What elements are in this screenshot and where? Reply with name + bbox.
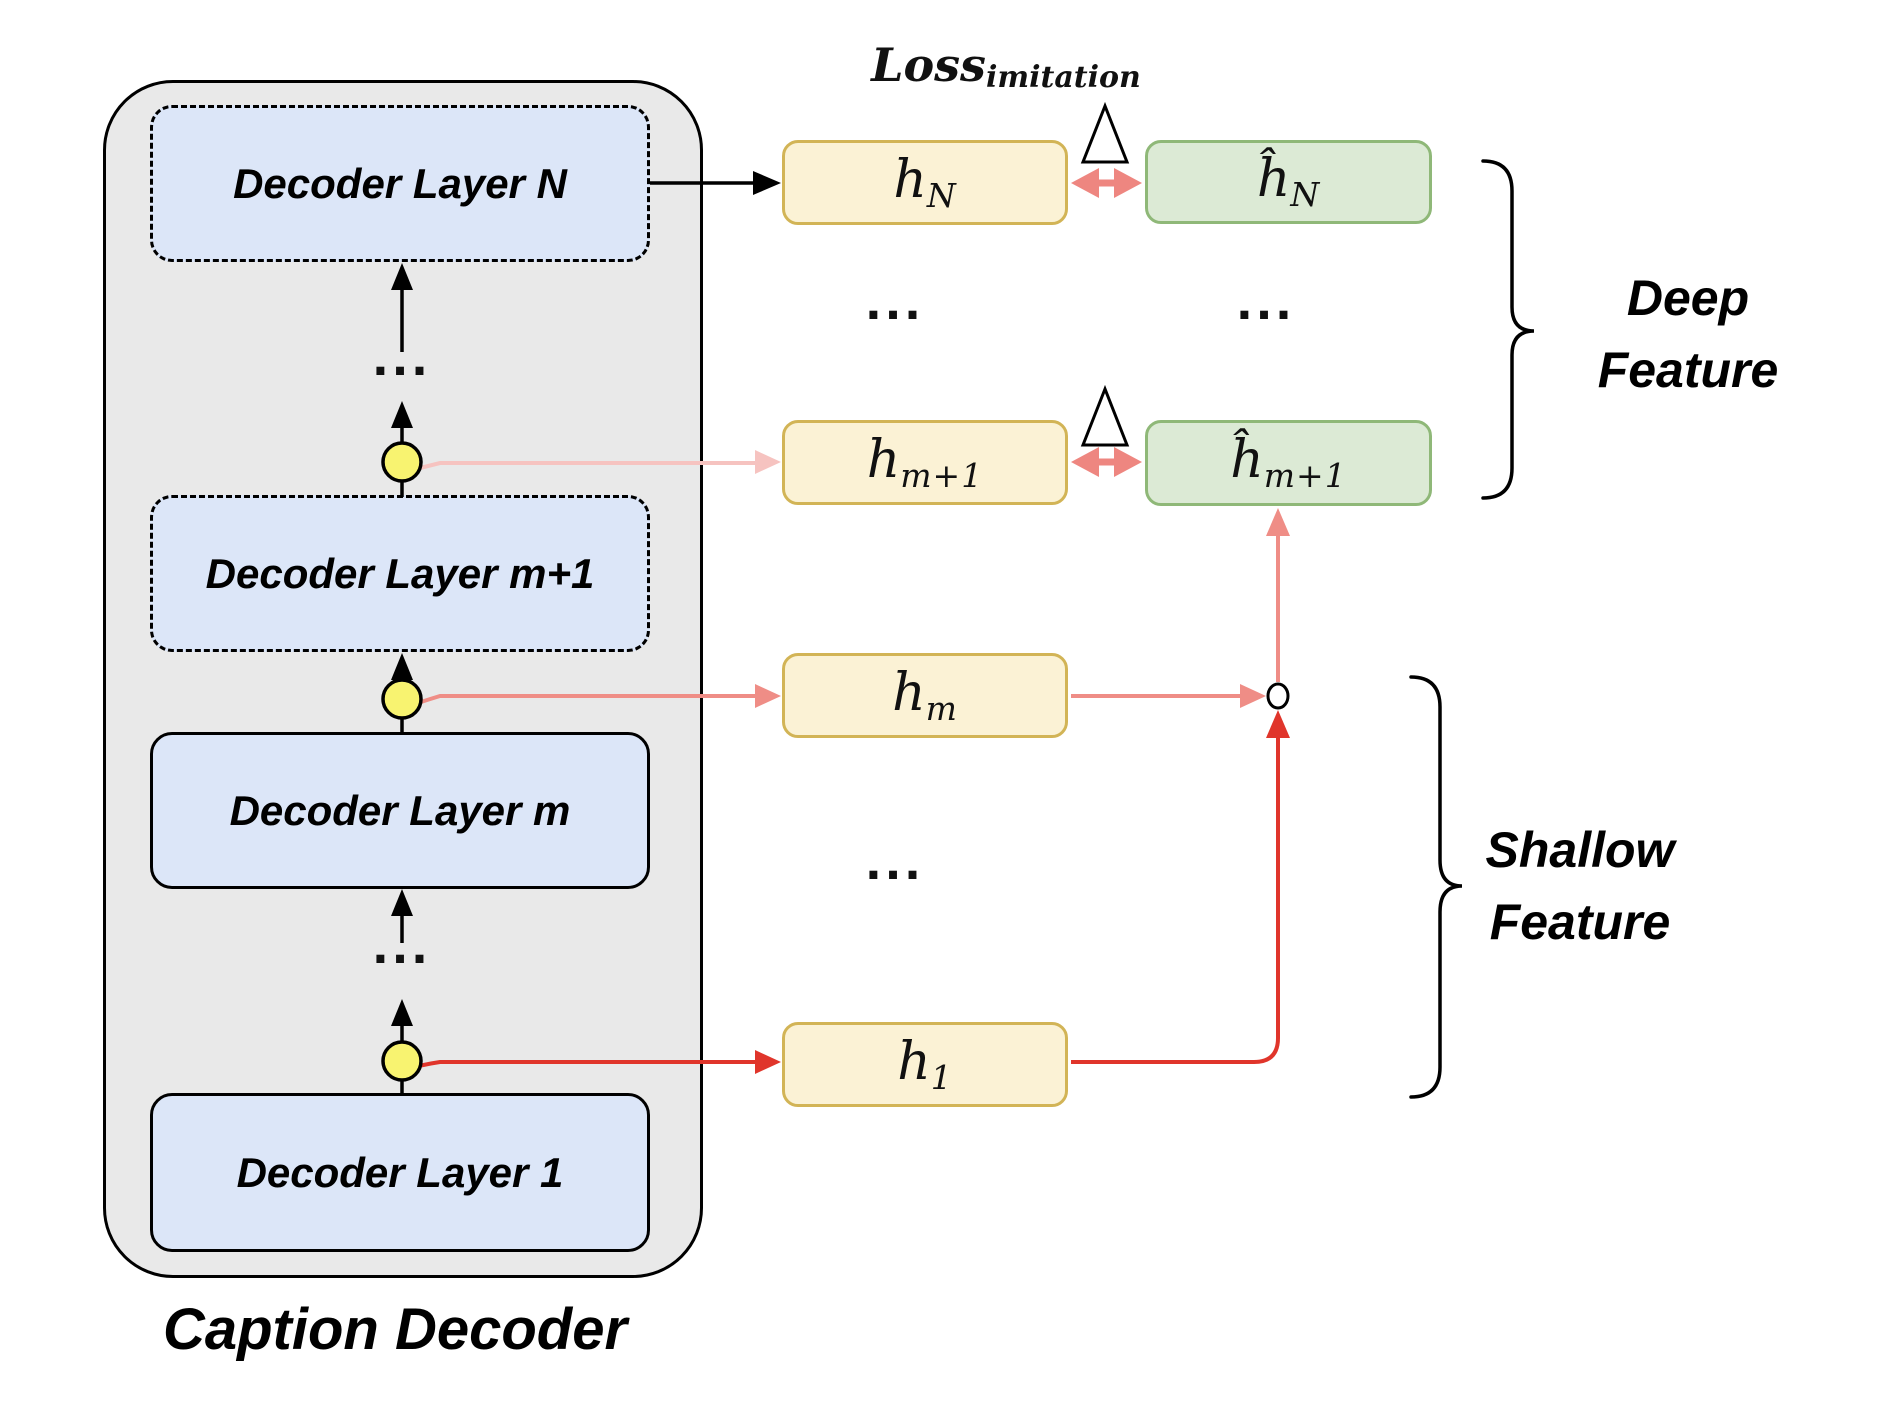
hN-label: hN	[893, 149, 957, 215]
decoder-layer-1-label: Decoder Layer 1	[236, 1148, 564, 1196]
delta-triangle-m1	[1080, 384, 1130, 447]
hidden-feature-hm-box: hm	[782, 653, 1068, 738]
hidden-feature-hm1-box: hm+1	[782, 420, 1068, 505]
caption-decoder-title: Caption Decoder	[162, 1297, 628, 1362]
hidden-dots-upper: ...	[865, 268, 925, 331]
decoder-layer-m1-label: Decoder Layer m+1	[205, 549, 595, 597]
h1-label: h1	[897, 1031, 953, 1097]
merge-node-circle	[1266, 682, 1290, 710]
decoder-layer-N-box: Decoder Layer N	[150, 105, 650, 262]
decoder-layer-m-box: Decoder Layer m	[150, 732, 650, 889]
imitated-feature-hhatm1-box: ĥm+1	[1145, 420, 1432, 506]
decoder-layer-m-label: Decoder Layer m	[229, 786, 571, 834]
delta-triangle-N	[1080, 101, 1130, 164]
loss-imitation-label: Lossimitation	[871, 38, 1141, 95]
imitated-dots-upper: ...	[1236, 268, 1296, 331]
imitated-feature-hhatN-box: ĥN	[1145, 140, 1432, 224]
hm-to-merge-arrow	[1071, 684, 1266, 708]
h1-to-merge-arrow	[1071, 710, 1290, 1064]
decoder-dots-lower: ...	[372, 912, 432, 975]
decoder-layer-N-label: Decoder Layer N	[233, 159, 567, 207]
imitation-arrow-N	[1071, 168, 1142, 198]
decoder-layer-m1-box: Decoder Layer m+1	[150, 495, 650, 652]
decoder-layer-1-box: Decoder Layer 1	[150, 1093, 650, 1252]
imitation-arrow-m1	[1071, 447, 1142, 477]
hidden-dots-lower: ...	[865, 828, 925, 891]
hm1-label: hm+1	[866, 429, 984, 495]
merge-to-hhatm1-arrow	[1266, 508, 1290, 682]
hidden-feature-hN-box: hN	[782, 140, 1068, 225]
decoder-dots-upper: ...	[372, 324, 432, 387]
deep-feature-brace	[1481, 159, 1535, 500]
hhatm1-label: ĥm+1	[1230, 430, 1347, 495]
hhatN-label: ĥN	[1256, 149, 1321, 214]
hidden-feature-h1-box: h1	[782, 1022, 1068, 1107]
hm-label: hm	[892, 662, 958, 728]
